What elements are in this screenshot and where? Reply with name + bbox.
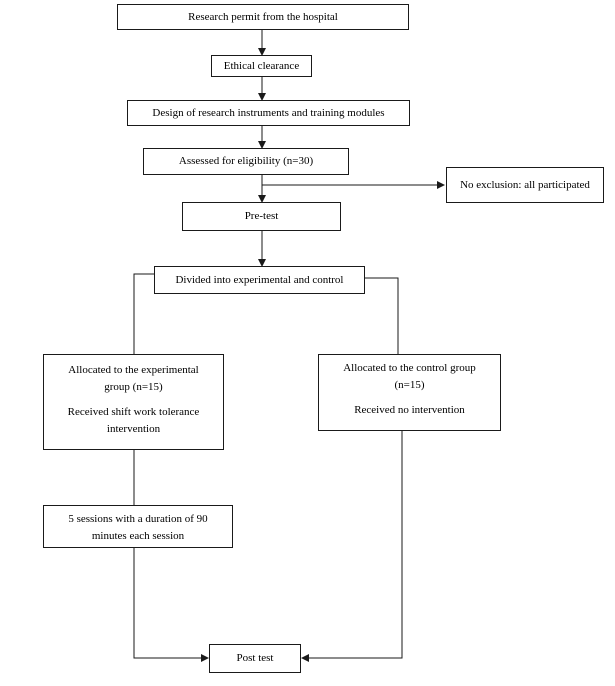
sessions-line-1: 5 sessions with a duration of 90	[68, 513, 208, 525]
exclusion-text: No exclusion: all participated	[460, 178, 590, 191]
design-instruments-box: Design of research instruments and train…	[127, 100, 410, 126]
line-divided-to-control	[365, 277, 399, 354]
experimental-line-1: Allocated to the experimental	[68, 364, 199, 376]
sessions-box: 5 sessions with a duration of 90 minutes…	[43, 505, 233, 548]
sessions-line-2: minutes each session	[91, 529, 185, 542]
control-group-box: Allocated to the control group (n=15) Re…	[318, 354, 501, 431]
line-divided-to-experimental	[133, 273, 154, 354]
research-permit-text: Research permit from the hospital	[188, 10, 338, 23]
post-test-box: Post test	[209, 644, 301, 673]
post-test-text: Post test	[236, 652, 274, 665]
research-permit-box: Research permit from the hospital	[117, 4, 409, 30]
divided-box: Divided into experimental and control	[154, 266, 365, 294]
experimental-line-2: group (n=15)	[104, 380, 163, 393]
pre-test-text: Pre-test	[244, 210, 279, 223]
experimental-line-4: intervention	[106, 422, 161, 435]
ethical-clearance-text: Ethical clearance	[223, 59, 300, 72]
experimental-group-box: Allocated to the experimental group (n=1…	[43, 354, 224, 450]
arrow-sessions-to-posttest	[133, 547, 209, 662]
ethical-clearance-box: Ethical clearance	[211, 55, 312, 77]
design-instruments-text: Design of research instruments and train…	[152, 106, 385, 119]
eligibility-box: Assessed for eligibility (n=30)	[143, 148, 349, 175]
control-line-1: Allocated to the control group	[343, 362, 476, 374]
experimental-line-3: Received shift work tolerance	[67, 406, 200, 418]
pre-test-box: Pre-test	[182, 202, 341, 231]
control-line-3: Received no intervention	[354, 404, 465, 416]
exclusion-box: No exclusion: all participated	[446, 167, 604, 203]
eligibility-text: Assessed for eligibility (n=30)	[178, 155, 314, 168]
divided-text: Divided into experimental and control	[175, 273, 344, 286]
arrow-control-to-posttest	[301, 431, 403, 662]
control-line-2: (n=15)	[394, 378, 425, 391]
